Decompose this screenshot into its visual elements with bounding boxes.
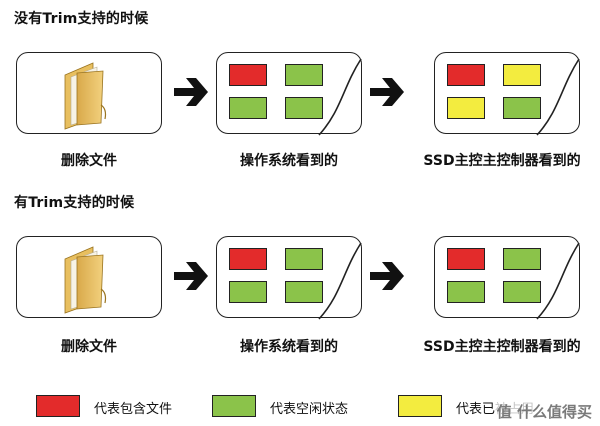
caption-ssd-view: SSD主控主控制器看到的 — [423, 153, 581, 169]
folder-file-icon — [64, 62, 107, 130]
block — [503, 97, 541, 119]
os-view-panel — [216, 52, 362, 136]
legend-swatch — [36, 395, 80, 417]
block — [503, 64, 541, 86]
block — [285, 248, 323, 270]
section-title-with-trim: 有Trim支持的时候 — [14, 195, 135, 211]
ssd-view-panel — [434, 52, 580, 136]
block — [229, 248, 267, 270]
arrow-right-icon — [174, 262, 208, 290]
caption-delete-file: 删除文件 — [61, 339, 117, 355]
block — [447, 97, 485, 119]
legend-swatch — [398, 395, 442, 417]
block — [229, 281, 267, 303]
os-view-panel — [216, 236, 362, 320]
arrow-right-icon — [174, 78, 208, 106]
block — [447, 64, 485, 86]
block — [229, 97, 267, 119]
page-curl-icon — [536, 58, 580, 136]
block — [285, 97, 323, 119]
legend-label: 代表包含文件 — [94, 402, 173, 417]
ssd-view-panel — [434, 236, 580, 320]
page-curl-icon — [318, 242, 362, 320]
caption-os-view: 操作系统看到的 — [240, 153, 338, 169]
block — [447, 248, 485, 270]
caption-delete-file: 删除文件 — [61, 153, 117, 169]
block — [503, 248, 541, 270]
page-curl-icon — [318, 58, 362, 136]
block — [285, 281, 323, 303]
watermark: 值 什么值得买 — [494, 401, 594, 422]
block — [503, 281, 541, 303]
folder-file-icon — [64, 246, 107, 314]
block — [285, 64, 323, 86]
file-panel — [16, 52, 162, 134]
file-panel — [16, 236, 162, 318]
caption-ssd-view: SSD主控主控制器看到的 — [423, 339, 581, 355]
caption-os-view: 操作系统看到的 — [240, 339, 338, 355]
legend-swatch — [212, 395, 256, 417]
page-curl-icon — [536, 242, 580, 320]
arrow-right-icon — [370, 262, 404, 290]
block — [229, 64, 267, 86]
block — [447, 281, 485, 303]
legend-label: 代表空闲状态 — [270, 402, 349, 417]
section-title-no-trim: 没有Trim支持的时候 — [14, 11, 149, 27]
arrow-right-icon — [370, 78, 404, 106]
